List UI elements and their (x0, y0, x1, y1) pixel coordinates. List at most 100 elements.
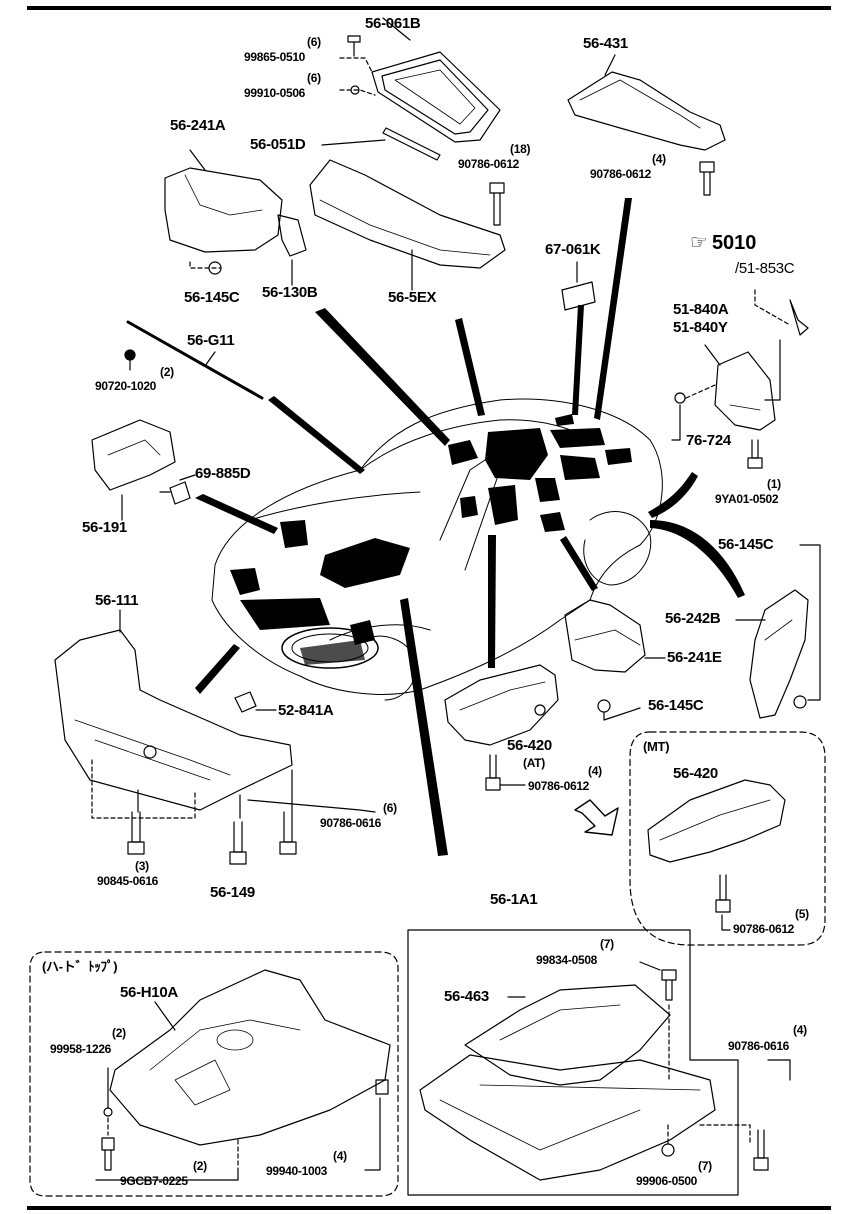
qty-2c: (2) (193, 1159, 207, 1173)
label-67-061K: 67-061K (545, 241, 601, 258)
part-56-241A-shield (164, 167, 283, 253)
part-56-111-undertray (54, 629, 293, 811)
label-99958: 99958-1226 (50, 1042, 112, 1056)
qty-2a: (2) (160, 365, 174, 379)
qty-6a: (6) (307, 35, 321, 49)
label-90786-0612d: 90786-0612 (733, 922, 795, 936)
qty-4a: (4) (652, 152, 666, 166)
label-56-241A: 56-241A (170, 117, 226, 134)
qty-6b: (6) (307, 71, 321, 85)
part-56-242B-shield (749, 589, 809, 719)
bolt-90786-0612-18 (489, 182, 505, 226)
bolt-99834 (661, 969, 677, 1001)
label-56-149: 56-149 (210, 884, 255, 901)
leader-wedges (195, 198, 745, 856)
label-56-5EX: 56-5EX (388, 289, 437, 306)
label-51-840Y: 51-840Y (673, 319, 728, 336)
screw-99865 (347, 35, 361, 57)
swap-arrow-icon (574, 799, 619, 836)
clip-56-145C (208, 261, 222, 275)
reference-sub: /51-853C (735, 260, 795, 277)
qty-3: (3) (135, 859, 149, 873)
label-90786-0612c: 90786-0612 (528, 779, 590, 793)
part-56-191-shield (91, 419, 176, 491)
qty-1: (1) (767, 477, 781, 491)
label-56-145C-b: 56-145C (718, 536, 774, 553)
qty-7b: (7) (698, 1159, 712, 1173)
clip-90720 (124, 349, 136, 361)
label-56-420-at: 56-420 (507, 737, 552, 754)
label-76-724: 76-724 (686, 432, 731, 449)
qty-18: (18) (510, 142, 531, 156)
label-56-145C-c: 56-145C (648, 697, 704, 714)
car-highlight-parts (230, 414, 632, 665)
label-90786-0612a: 90786-0612 (458, 157, 520, 171)
part-56-051D-strip (382, 127, 441, 161)
washer-99958 (103, 1107, 113, 1117)
bolt-90786-0612-4b (485, 754, 501, 791)
qty-7a: (7) (600, 937, 614, 951)
part-56-241E-shield (564, 599, 646, 673)
part-67-061K-pad (561, 281, 596, 311)
qty-4c: (4) (793, 1023, 807, 1037)
qty-4b: (4) (588, 764, 602, 778)
label-99834: 99834-0508 (536, 953, 598, 967)
label-90720: 90720-1020 (95, 379, 157, 393)
part-56-431-cover (567, 71, 726, 151)
part-51-840-mudguard (714, 351, 776, 431)
qty-5: (5) (795, 907, 809, 921)
qty-6c: (6) (383, 801, 397, 815)
part-56-420-MT-insulator (647, 779, 786, 863)
clip-56-145C-b (597, 699, 611, 713)
nut-99940 (375, 1079, 389, 1095)
clip-69-885D (159, 481, 191, 505)
part-56-420-AT-insulator (444, 664, 559, 746)
part-56-463-panel (464, 984, 671, 1086)
label-99940: 99940-1003 (266, 1164, 328, 1178)
label-56-111: 56-111 (95, 592, 139, 609)
label-69-885D: 69-885D (195, 465, 251, 482)
part-56-5EX-crossmember (309, 159, 506, 269)
bolt-90786-0616-6 (279, 811, 297, 855)
bolt-56-149 (229, 821, 247, 865)
bolt-90786-0612-5 (715, 874, 731, 913)
bolt-90845-0616 (127, 811, 145, 855)
reference-5010: ☞5010 (690, 232, 757, 254)
label-9GCB7: 9GCB7-0225 (120, 1174, 188, 1188)
part-56-130B (277, 214, 307, 257)
qty-4d: (4) (333, 1149, 347, 1163)
bolt-9GCB7 (101, 1137, 115, 1171)
bolt-90786-0612-4a (699, 161, 715, 196)
label-56-431: 56-431 (583, 35, 628, 52)
label-56-191: 56-191 (82, 519, 127, 536)
label-99865: 99865-0510 (244, 50, 306, 64)
clip-51-853C (789, 299, 809, 336)
label-56-G11: 56-G11 (187, 332, 235, 349)
label-90845: 90845-0616 (97, 874, 159, 888)
hardtop-frame (29, 951, 399, 1197)
top-border (27, 6, 831, 10)
label-56-130B: 56-130B (262, 284, 318, 301)
frame-56-1A1 (407, 929, 739, 1196)
label-56-051D: 56-051D (250, 136, 306, 153)
bolt-9YA01 (747, 439, 763, 469)
label-hardtop: (ハ-ト゛ﾄｯﾌﾟ) (42, 959, 118, 974)
label-90786-0616a: 90786-0616 (320, 816, 382, 830)
label-56-241E: 56-241E (667, 649, 722, 666)
label-90786-0612b: 90786-0612 (590, 167, 652, 181)
clip-56-145C-c (793, 695, 807, 709)
bolt-90786-0616-4 (753, 1129, 769, 1171)
label-56-145C-a: 56-145C (184, 289, 240, 306)
label-9YA01: 9YA01-0502 (715, 492, 779, 506)
bottom-border (27, 1206, 831, 1210)
label-at: (AT) (523, 756, 545, 770)
label-56-463: 56-463 (444, 988, 489, 1005)
qty-2b: (2) (112, 1026, 126, 1040)
clip-52-841A (234, 691, 257, 713)
part-56-G11-bar (126, 320, 264, 400)
label-56-H10A: 56-H10A (120, 984, 178, 1001)
label-56-1A1: 56-1A1 (490, 891, 538, 908)
label-99906: 99906-0500 (636, 1174, 698, 1188)
label-56-420-mt: 56-420 (673, 765, 718, 782)
label-mt: (MT) (643, 739, 670, 754)
